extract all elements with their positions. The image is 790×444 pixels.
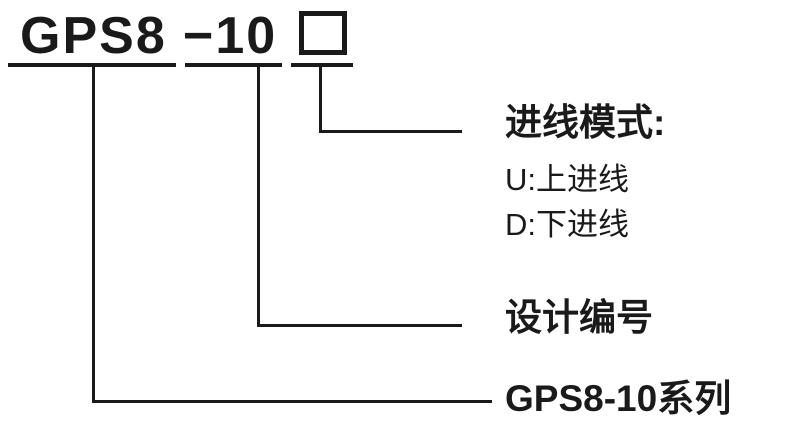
inlet-mode-option-down: D:下进线 bbox=[505, 207, 629, 242]
connector-series-horizontal bbox=[92, 400, 492, 403]
series-label: GPS8-10系列 bbox=[505, 378, 732, 419]
placeholder-box-icon bbox=[299, 11, 347, 55]
connector-design-number-horizontal bbox=[257, 324, 462, 327]
inlet-mode-option-up: U:上进线 bbox=[505, 162, 629, 197]
underline-series bbox=[8, 63, 176, 67]
connector-series-vertical bbox=[92, 67, 95, 403]
design-number-label: 设计编号 bbox=[505, 297, 653, 338]
connector-inlet-mode-horizontal bbox=[319, 130, 462, 133]
connector-inlet-mode-vertical bbox=[319, 67, 322, 133]
underline-design-number bbox=[185, 63, 282, 67]
inlet-mode-title: 进线模式: bbox=[505, 102, 666, 143]
underline-placeholder-box bbox=[291, 63, 353, 67]
connector-design-number-vertical bbox=[257, 67, 260, 327]
model-design-number-text: −10 bbox=[183, 7, 278, 65]
model-series-text: GPS8 bbox=[20, 7, 167, 65]
